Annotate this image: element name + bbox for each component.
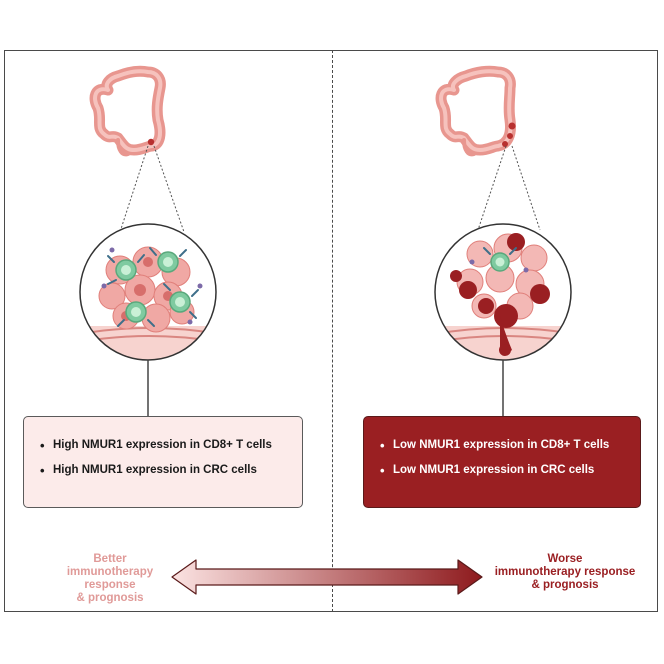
double-arrow-icon (171, 559, 483, 595)
figure-frame (4, 50, 658, 612)
zoom-lines (119, 145, 541, 233)
right-bullet: Low NMUR1 expression in CRC cells (380, 463, 626, 478)
tumor-microenvironment-icon (79, 223, 217, 361)
panel-divider (332, 50, 333, 612)
worse-outcome-label: Worse immunotherapy response & prognosis (494, 553, 636, 591)
right-findings-box: Low NMUR1 expression in CD8+ T cells Low… (363, 416, 641, 508)
better-outcome-label: Better immunotherapy response & prognosi… (66, 553, 154, 604)
colon-icon (89, 65, 166, 157)
cd8-t-cell-icon (490, 252, 510, 272)
left-bullet: High NMUR1 expression in CD8+ T cells (40, 438, 288, 453)
colon-icon (435, 65, 516, 157)
right-bullet: Low NMUR1 expression in CD8+ T cells (380, 438, 626, 453)
left-bullet: High NMUR1 expression in CRC cells (40, 463, 288, 478)
left-findings-box: High NMUR1 expression in CD8+ T cells Hi… (23, 416, 303, 508)
tumor-microenvironment-icon (434, 223, 572, 361)
